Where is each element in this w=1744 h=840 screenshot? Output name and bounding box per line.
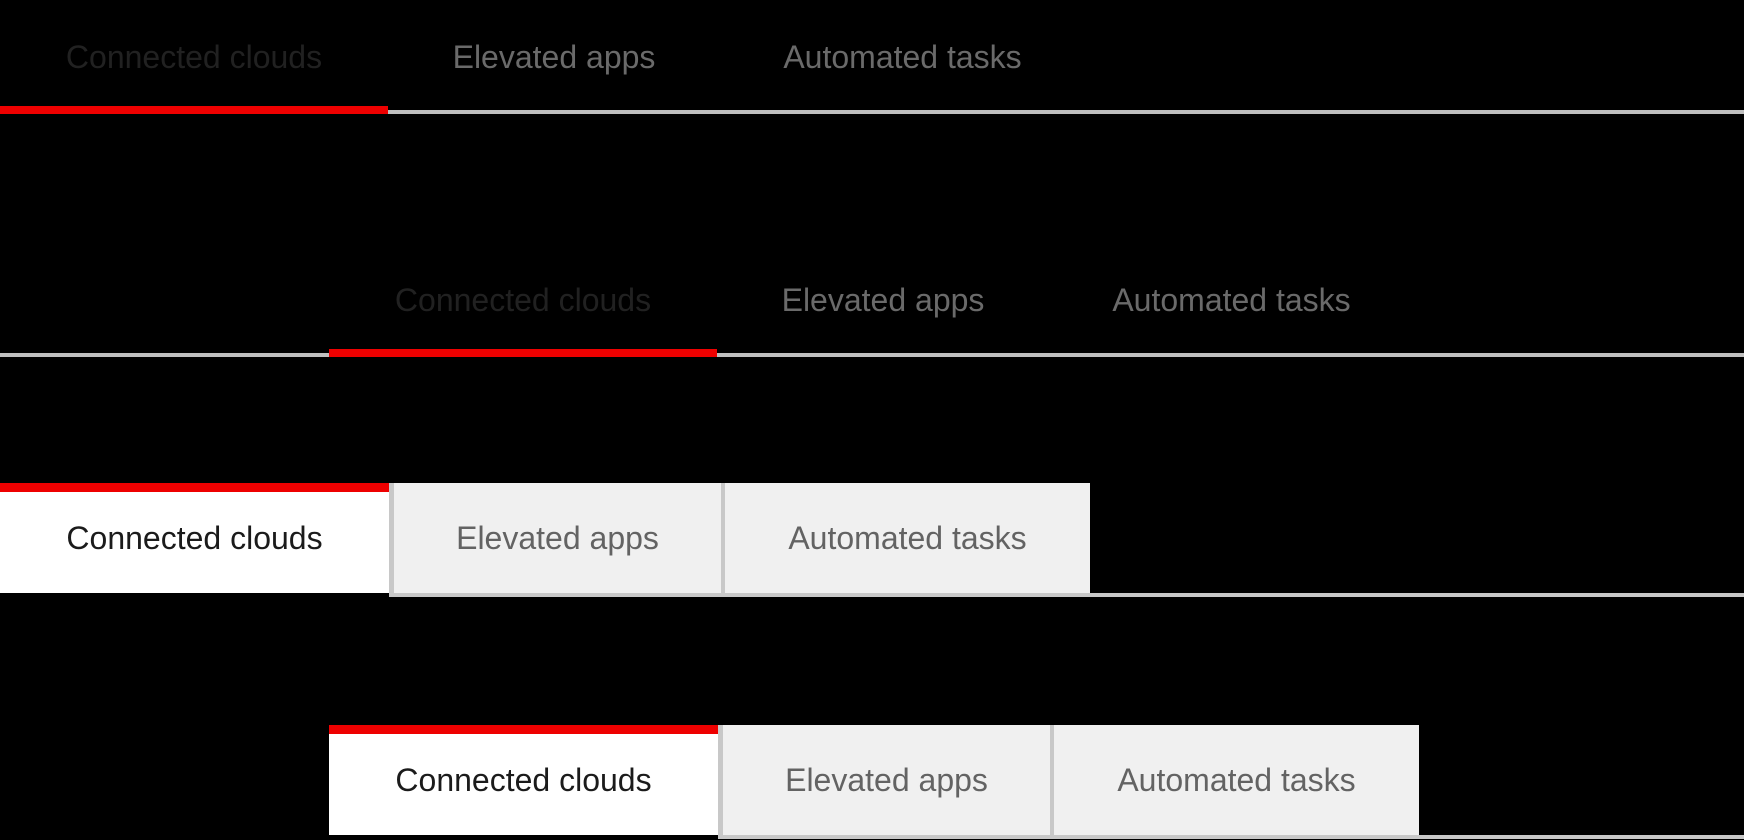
tab-automated-tasks[interactable]: Automated tasks [725, 483, 1090, 593]
tab-label: Connected clouds [65, 38, 323, 75]
tab-label: Automated tasks [1117, 761, 1356, 798]
tab-label: Elevated apps [456, 519, 659, 556]
active-tab-indicator [329, 725, 718, 734]
tab-group-box-primary: Connected clouds Elevated apps Automated… [0, 483, 1744, 597]
tab-label: Elevated apps [785, 761, 988, 798]
tab-divider [1050, 725, 1054, 839]
tab-divider [389, 483, 394, 597]
tab-label: Automated tasks [783, 38, 1022, 75]
tab-connected-clouds[interactable]: Connected clouds [0, 483, 389, 593]
tab-elevated-apps[interactable]: Elevated apps [388, 0, 720, 114]
tab-label: Connected clouds [66, 519, 323, 556]
tabs-bottom-border [389, 593, 1744, 597]
tab-group-underline-indented: Connected clouds Elevated apps Automated… [0, 243, 1744, 357]
tab-label: Elevated apps [452, 38, 656, 75]
tab-label: Automated tasks [1112, 281, 1351, 318]
tab-list: Connected clouds Elevated apps Automated… [0, 725, 1744, 839]
tab-label: Automated tasks [788, 519, 1027, 556]
active-tab-indicator [0, 483, 389, 492]
tab-list: Connected clouds Elevated apps Automated… [0, 483, 1744, 597]
tab-label: Elevated apps [781, 281, 985, 318]
tabs-bottom-border [0, 353, 1744, 357]
tab-list: Connected clouds Elevated apps Automated… [0, 0, 1744, 114]
tab-group-underline-primary: Connected clouds Elevated apps Automated… [0, 0, 1744, 114]
tab-elevated-apps[interactable]: Elevated apps [723, 725, 1050, 835]
tab-divider [721, 483, 725, 597]
tab-automated-tasks[interactable]: Automated tasks [1054, 725, 1419, 835]
tab-label: Connected clouds [394, 281, 652, 318]
tab-divider [718, 725, 723, 839]
tab-connected-clouds[interactable]: Connected clouds [329, 725, 718, 835]
tab-elevated-apps[interactable]: Elevated apps [717, 243, 1049, 357]
tabs-bottom-border [718, 835, 1744, 839]
tab-label: Connected clouds [395, 761, 652, 798]
active-tab-indicator [0, 106, 388, 114]
tab-elevated-apps[interactable]: Elevated apps [394, 483, 721, 593]
tab-list: Connected clouds Elevated apps Automated… [0, 243, 1744, 357]
tab-automated-tasks[interactable]: Automated tasks [1049, 243, 1414, 357]
tab-connected-clouds[interactable]: Connected clouds [329, 243, 717, 357]
tab-group-box-indented: Connected clouds Elevated apps Automated… [0, 725, 1744, 839]
active-tab-indicator [329, 349, 717, 357]
tab-automated-tasks[interactable]: Automated tasks [720, 0, 1085, 114]
tabs-bottom-border [0, 110, 1744, 114]
tab-connected-clouds[interactable]: Connected clouds [0, 0, 388, 114]
